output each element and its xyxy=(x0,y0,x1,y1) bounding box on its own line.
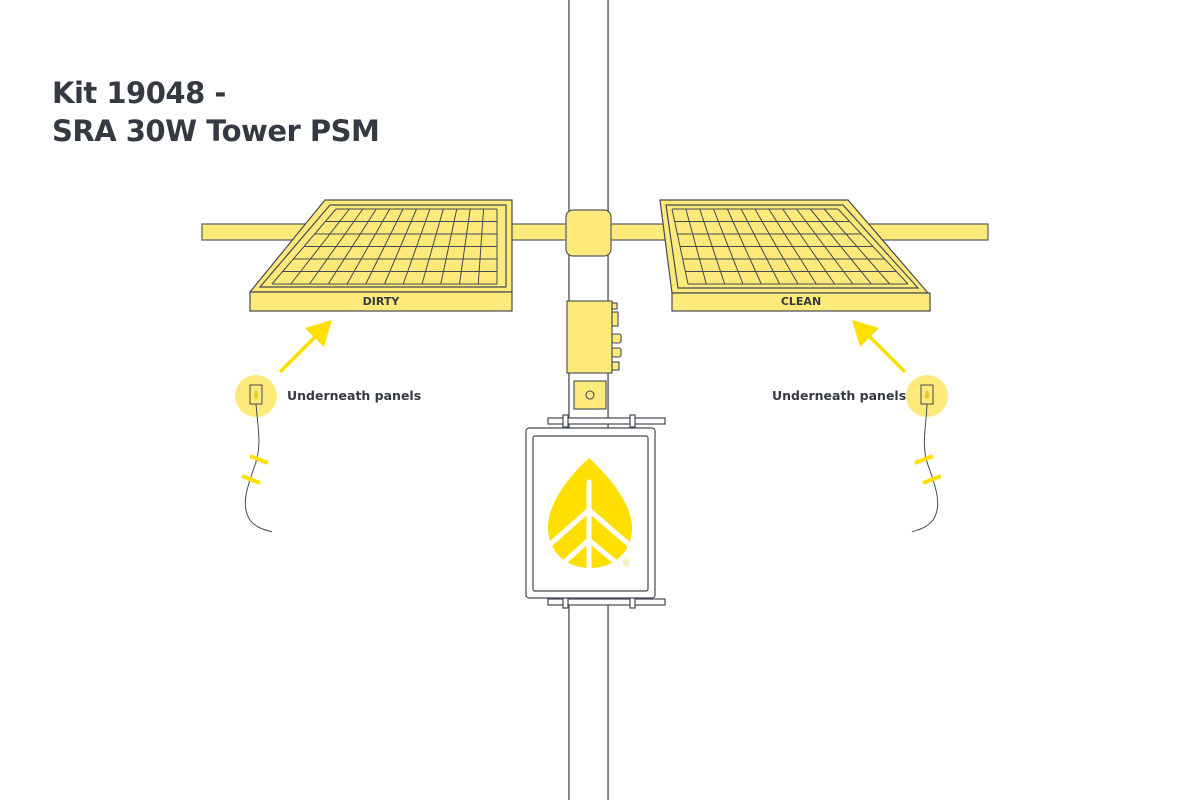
registered-mark: ® xyxy=(622,559,631,569)
right-solar-panel xyxy=(659,199,931,312)
title-line-1: Kit 19048 - xyxy=(52,76,226,110)
enclosure-box xyxy=(566,300,622,410)
pole-clamp xyxy=(565,209,612,257)
dirty-panel-label: DIRTY xyxy=(362,295,400,308)
title-line-2: SRA 30W Tower PSM xyxy=(52,114,380,148)
arrow-to-dirty-panel xyxy=(278,320,332,374)
left-solar-panel xyxy=(248,199,513,312)
right-soiling-sensor xyxy=(906,375,948,533)
leaf-logo-icon: ® xyxy=(543,458,636,573)
left-sensor-label: Underneath panels xyxy=(287,388,422,403)
arrow-to-clean-panel xyxy=(852,320,907,374)
page-title: Kit 19048 - SRA 30W Tower PSM xyxy=(52,74,380,150)
left-soiling-sensor xyxy=(235,375,277,533)
clean-panel-label: CLEAN xyxy=(780,295,822,308)
right-sensor-label: Underneath panels xyxy=(772,388,907,403)
